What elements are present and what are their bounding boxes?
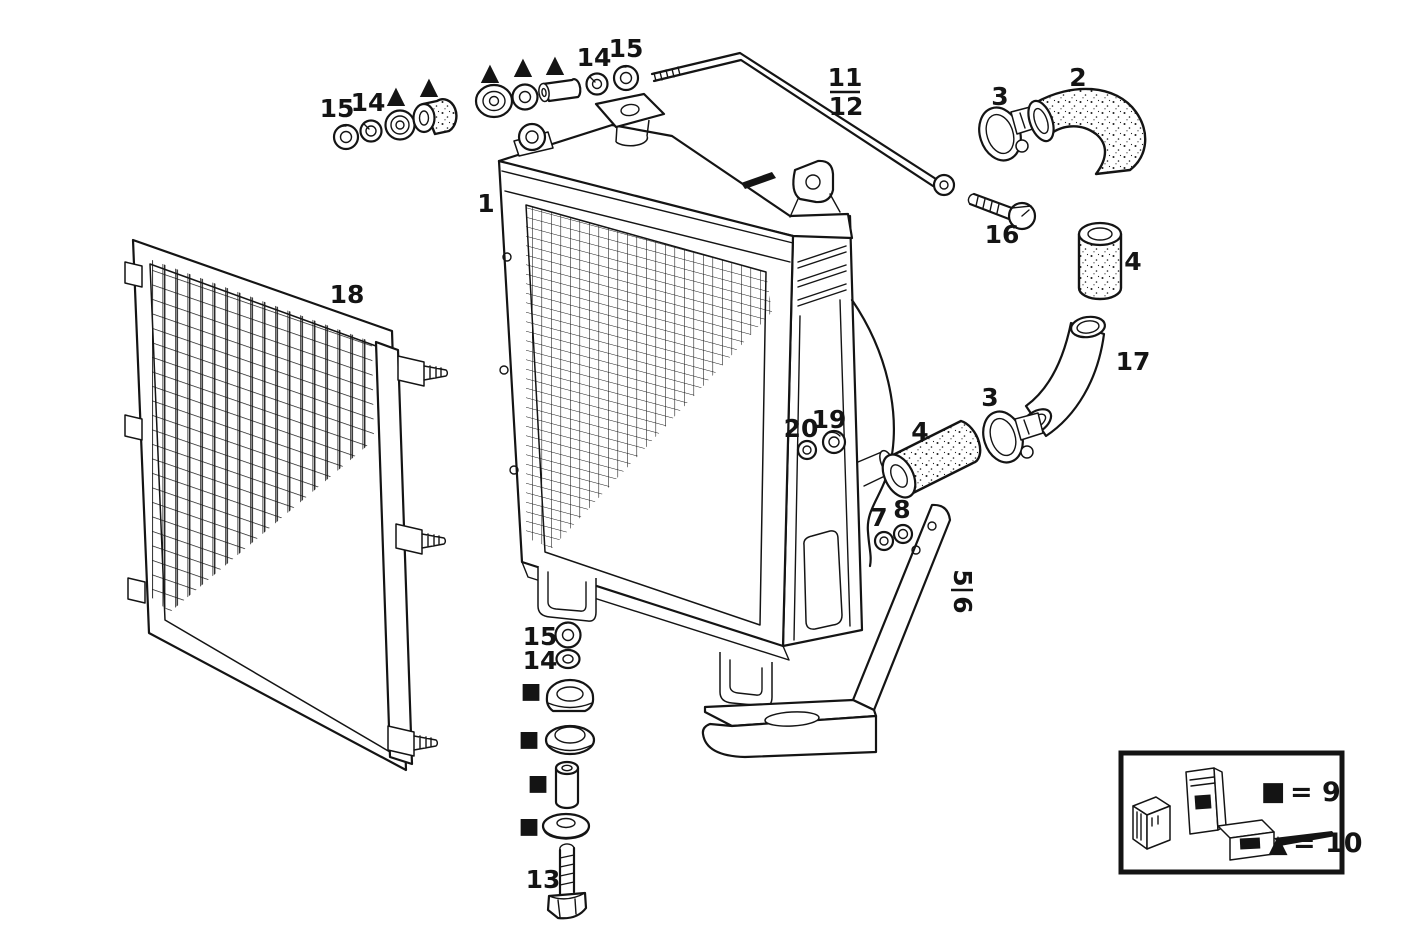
radiator-side-ribs [797, 245, 847, 307]
square-marker: ■ [528, 771, 549, 796]
callout-part-4-mid: 4 [911, 417, 928, 446]
side-screws-20-19: 20 19 [784, 405, 847, 461]
callout-part-15-top: 15 [609, 34, 644, 63]
grille-clip-top [124, 261, 143, 288]
legend-triangle-text: = 10 [1293, 828, 1363, 859]
lock-washer-14-bottom [555, 648, 581, 670]
fastener-row-top-left: 15 14 ▲ ▲ [320, 72, 458, 151]
grille-clip-middle [124, 414, 143, 441]
rubber-sleeve-part-4-top: 4 [1077, 221, 1142, 301]
lock-washer-14-left [359, 119, 383, 143]
callout-part-5: 5 [948, 569, 977, 586]
washer-triangle-center [511, 83, 539, 111]
radiator-part-1: 1 [477, 92, 895, 707]
callout-part-3-top: 3 [991, 82, 1008, 111]
hose-clamp-part-3-mid: 3 [981, 383, 1044, 464]
radiator-side-channel [803, 530, 843, 630]
callout-part-4-top: 4 [1124, 247, 1141, 276]
callout-part-12: 12 [829, 92, 864, 121]
callout-part-2: 2 [1069, 63, 1086, 92]
triangle-marker: ▲ [546, 50, 565, 78]
legend-kit-boxes-art [1132, 767, 1336, 861]
bolt-part-13 [546, 843, 588, 920]
square-marker: ■ [519, 727, 540, 752]
radiator-outlet-outline [850, 298, 895, 568]
radiator-foot-right [719, 652, 773, 707]
callout-part-15-left: 15 [320, 94, 355, 123]
callout-part-17: 17 [1116, 347, 1151, 376]
nut-15-bottom [554, 621, 582, 649]
grille-mount-bar [374, 340, 414, 766]
square-marker: ■ [521, 679, 542, 704]
legend-square-text: = 9 [1290, 777, 1341, 808]
grille-pin-top [397, 355, 448, 387]
legend-triangle-symbol: ▲ [1268, 829, 1288, 858]
grommet-triangle-center [474, 83, 514, 119]
triangle-marker: ▲ [514, 52, 533, 80]
callout-part-15-bottom: 15 [523, 622, 558, 651]
callout-part-13: 13 [526, 865, 561, 894]
triangle-marker: ▲ [420, 72, 439, 100]
triangle-marker: ▲ [387, 81, 406, 109]
callout-part-19: 19 [812, 405, 847, 434]
callout-part-7: 7 [870, 503, 887, 532]
bushing-triangle-left [412, 98, 458, 136]
stay-rod-part-11-12: 11 12 [650, 51, 956, 197]
triangle-marker: ▲ [481, 58, 500, 86]
callout-part-20: 20 [784, 414, 819, 443]
grille-clip-bottom [127, 577, 146, 604]
elbow-hose-part-2: 2 [1027, 63, 1147, 176]
spacer-square [554, 760, 580, 810]
radiator-filler-cap [594, 92, 666, 147]
bolt-part-16: 16 [967, 192, 1037, 249]
grommet-square-lower [544, 724, 596, 756]
callout-part-8: 8 [893, 495, 910, 524]
fastener-stack-bottom: 15 14 ■ ■ ■ ■ [519, 621, 596, 920]
rubber-sleeve-part-4-mid: 4 [881, 417, 982, 499]
grille-screen-part-18: 18 [124, 238, 448, 772]
lock-washer-14-top [585, 72, 609, 96]
callout-part-16: 16 [985, 220, 1020, 249]
radiator-vent-mark [741, 172, 776, 189]
spacer-triangle-center [538, 78, 582, 103]
radiator-top-left-grommet [513, 122, 554, 157]
callout-part-14-bottom: 14 [523, 646, 558, 675]
square-marker: ■ [519, 814, 540, 839]
callout-rod-fraction: 11 12 [828, 63, 864, 121]
grommet-square-upper [545, 678, 595, 713]
radiator-foot-left [537, 566, 597, 622]
mount-bracket-part-5-6: 5 6 [701, 503, 977, 759]
callout-part-18: 18 [330, 280, 365, 309]
hose-clamp-part-3-top: 3 [978, 82, 1040, 162]
callout-part-3-mid: 3 [981, 383, 998, 412]
legend-square-symbol: ■ [1261, 777, 1286, 807]
callout-part-11: 11 [828, 63, 863, 92]
flat-washer-square [541, 812, 591, 840]
callout-part-6: 6 [948, 596, 977, 613]
nut-7-washer-8: 7 8 [870, 495, 914, 552]
nut-15-top [612, 64, 640, 92]
grille-pin-bottom [387, 725, 438, 757]
callout-part-1: 1 [477, 189, 494, 218]
radiator-stay-rod-tab [789, 159, 841, 218]
grommet-triangle-left [384, 109, 416, 141]
fastener-row-top-center: ▲ ▲ ▲ 14 15 [474, 34, 644, 119]
legend-box: ■ = 9 ▲ = 10 [1118, 750, 1363, 875]
callout-part-14-left: 14 [351, 88, 386, 117]
callout-part-14-top: 14 [577, 43, 612, 72]
callout-bracket-fraction: 5 6 [948, 569, 977, 613]
nut-15-left [332, 123, 360, 151]
grille-pin-middle [395, 523, 446, 555]
